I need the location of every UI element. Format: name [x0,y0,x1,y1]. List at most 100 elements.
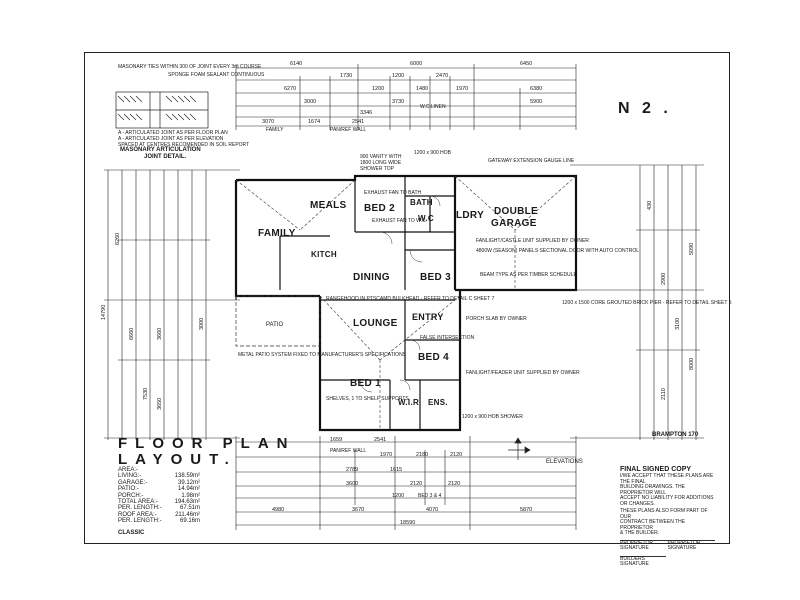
sheet-code: N 2 . [618,100,672,117]
area-schedule: AREA:- LIVING:-138.59m² GARAGE:-39.12m² … [118,467,200,525]
room-meals: MEALS [310,200,347,211]
dim-top-4: 1730 [340,73,353,79]
dim-top-6: 2470 [436,73,449,79]
dim-left-3: 6660 [129,327,135,340]
dim-bot-9: 3600 [346,481,359,487]
dim-top-19: 2541 [352,119,365,125]
note-shelves: SHELVES, 1 TO SHELF SUPPORTS [326,396,409,402]
note-bed34: BED 3 & 4 [418,493,442,499]
dim-right-4: 3100 [675,317,681,330]
detail-title-1: MASONARY ARTICULATION [120,147,201,153]
room-kitch: KITCH [311,250,337,259]
detail-note-4: A - ARTICULATED JOINT AS PER ELEVATION [118,136,224,142]
dim-top-label-1: FAMILY [266,127,284,133]
internal-walls [235,176,460,430]
area-row: PATIO:-14.94m² [118,486,200,493]
dim-left-6: 3000 [199,317,205,330]
dim-bot-6: 2120 [450,452,463,458]
dim-bot-7: 2789 [346,467,359,473]
note-porch-slab: PORCH SLAB BY OWNER [466,316,527,322]
room-ldry: LDRY [456,210,485,221]
dim-bot-8: 1615 [390,467,403,473]
note-exhaust-bath: EXHAUST FAN TO BATH [364,190,422,196]
area-row: PER. LENGTH:-69.16m [118,518,200,525]
dim-left-4: 7530 [143,387,149,400]
dim-bot-1: 1659 [330,437,343,443]
dim-bot-11: 2120 [448,481,461,487]
dim-right-5: 8000 [689,357,695,370]
dim-top-7: 6270 [284,86,297,92]
detail-title-2: JOINT DETAIL. [144,154,187,160]
plan-title-line1: FLOOR PLAN [118,435,296,452]
area-row: PORCH:-1.98m² [118,492,200,499]
dim-left-1: 14790 [101,304,107,320]
note-shower-hob: 1200 x 900 HOB SHOWER [462,414,523,420]
detail-note-3: A - ARTICULATED JOINT AS PER FLOOR PLAN [118,130,228,136]
note-hob: 1200 x 900 HOB [414,150,451,156]
plan-name: BRAMPTON 170 [652,432,699,438]
room-bed3: BED 3 [420,272,451,283]
area-row: TOTAL AREA:-194.63m² [118,499,200,506]
classic-label: CLASSIC [118,530,145,536]
dim-top-10: 1970 [456,86,469,92]
dim-right-2: 5090 [689,242,695,255]
area-row: LIVING:-138.59m² [118,473,200,480]
note-patio-system: METAL PATIO SYSTEM FIXED TO MANUFACTURER… [238,352,407,358]
final-signed-stamp: FINAL SIGNED COPY I/WE ACCEPT THAT THESE… [620,466,715,567]
dim-top-5: 1200 [392,73,405,79]
dim-bot-2: 2541 [374,437,387,443]
note-rangehood: RANGEHOOD IN PTSCAMD BULKHEAD - REFER TO… [326,296,495,302]
dim-top-2: 6000 [410,61,423,67]
articulation-detail [115,91,209,129]
note-fanlight: FANLIGHT/CASTLE UNIT SUPPLIED BY OWNER [476,238,589,244]
area-row: ROOF AREA:-211.46m² [118,511,200,518]
detail-note-2: SPONGE FOAM SEALANT CONTINUOUS [168,72,265,78]
note-fanlight-2: FANLIGHT/FEADER UNIT SUPPLIED BY OWNER [466,370,580,376]
detail-note-5: SPACED AT CENTRES RECOMENDED IN SOIL REP… [118,142,250,148]
dim-top-16: W.C.LINEN [420,104,446,110]
room-lounge: LOUNGE [353,318,398,329]
detail-note-1: MASONARY TIES WITHIN 300 OF JOINT EVERY … [118,64,262,70]
dim-top-3: 6450 [520,61,533,67]
dim-top-12: 3000 [304,99,317,105]
area-row: GARAGE:-39.12m² [118,479,200,486]
stamp-head: FINAL SIGNED COPY [620,466,692,473]
dim-top-15: 3346 [360,110,373,116]
dim-top-8: 1200 [372,86,385,92]
dim-top-11: 6380 [530,86,543,92]
room-bed4: BED 4 [418,352,449,363]
dim-top-1: 6140 [290,61,303,67]
dim-top-9: 1480 [416,86,429,92]
elevations-label: ELEVATIONS [546,459,583,465]
note-false-intersection: FALSE INTERSECTION [420,335,475,341]
dim-bot-5: 2180 [416,452,429,458]
dim-top-label-2: PAN/REF WALL [330,127,367,133]
dim-bot-10: 2120 [410,481,423,487]
room-garage: GARAGE [491,218,537,229]
plan-title-line2: LAYOUT. [118,451,237,468]
dim-top-17: 3070 [262,119,275,125]
dim-right-3: 2900 [661,272,667,285]
dim-bot-15: 4070 [426,507,439,513]
room-entry: ENTRY [412,312,444,322]
patio-slab [235,295,321,347]
room-ens: ENS. [428,398,448,407]
door-swings [359,195,441,393]
area-row: PER. LENGTH:-67.51m [118,505,200,512]
room-family: FAMILY [258,228,296,239]
note-brick-pier: 1200 x 1500 CORE GROUTED BRICK PIER - RE… [562,300,732,306]
dim-bot-17: 18590 [400,520,416,526]
dim-top-13: 3730 [392,99,405,105]
elevation-marker [508,437,531,460]
note-vanity: 900 VANITY WITH 1800 LONG WIDE SHOWER TO… [360,154,402,172]
room-patio: PATIO [266,322,284,328]
roof-lines [235,175,577,430]
dim-bot-3: PAN/REF WALL [330,448,367,454]
room-bath: BATH [410,198,433,207]
dim-bot-13: 4980 [272,507,285,513]
dim-bot-4: 1970 [380,452,393,458]
dim-top-14: 5900 [530,99,543,105]
dim-right-6: 2110 [661,388,667,400]
